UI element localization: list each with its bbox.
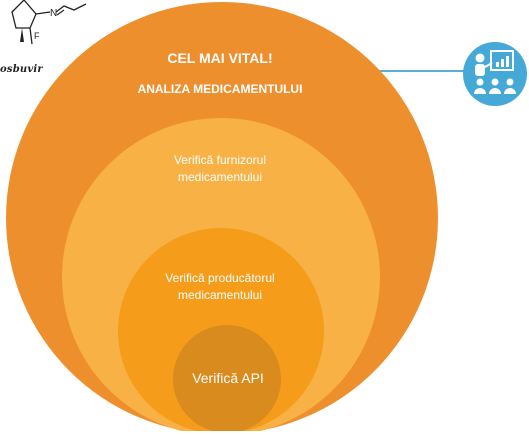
manufacturer-label: Verifică producătorul medicamentului [130,270,310,304]
manufacturer-label-line-2: medicamentului [177,288,263,302]
supplier-label-line-2: medicamentului [177,170,263,184]
atom-label-n: N [50,8,57,19]
molecule-name: osbuvir [0,64,43,75]
presentation-audience-icon [461,40,529,108]
api-label: Verifică API [192,370,264,386]
diagram-title: CEL MAI VITAL! [167,50,273,66]
supplier-label: Verifică furnizorul medicamentului [130,152,310,186]
diagram-subtitle: ANALIZA MEDICAMENTULUI [137,82,303,96]
sofosbuvir-structure-image: N F [11,0,87,45]
atom-label-f: F [34,31,40,41]
manufacturer-label-line-1: Verifică producătorul [165,271,275,285]
supplier-label-line-1: Verifică furnizorul [173,153,267,167]
api-circle [173,325,281,433]
